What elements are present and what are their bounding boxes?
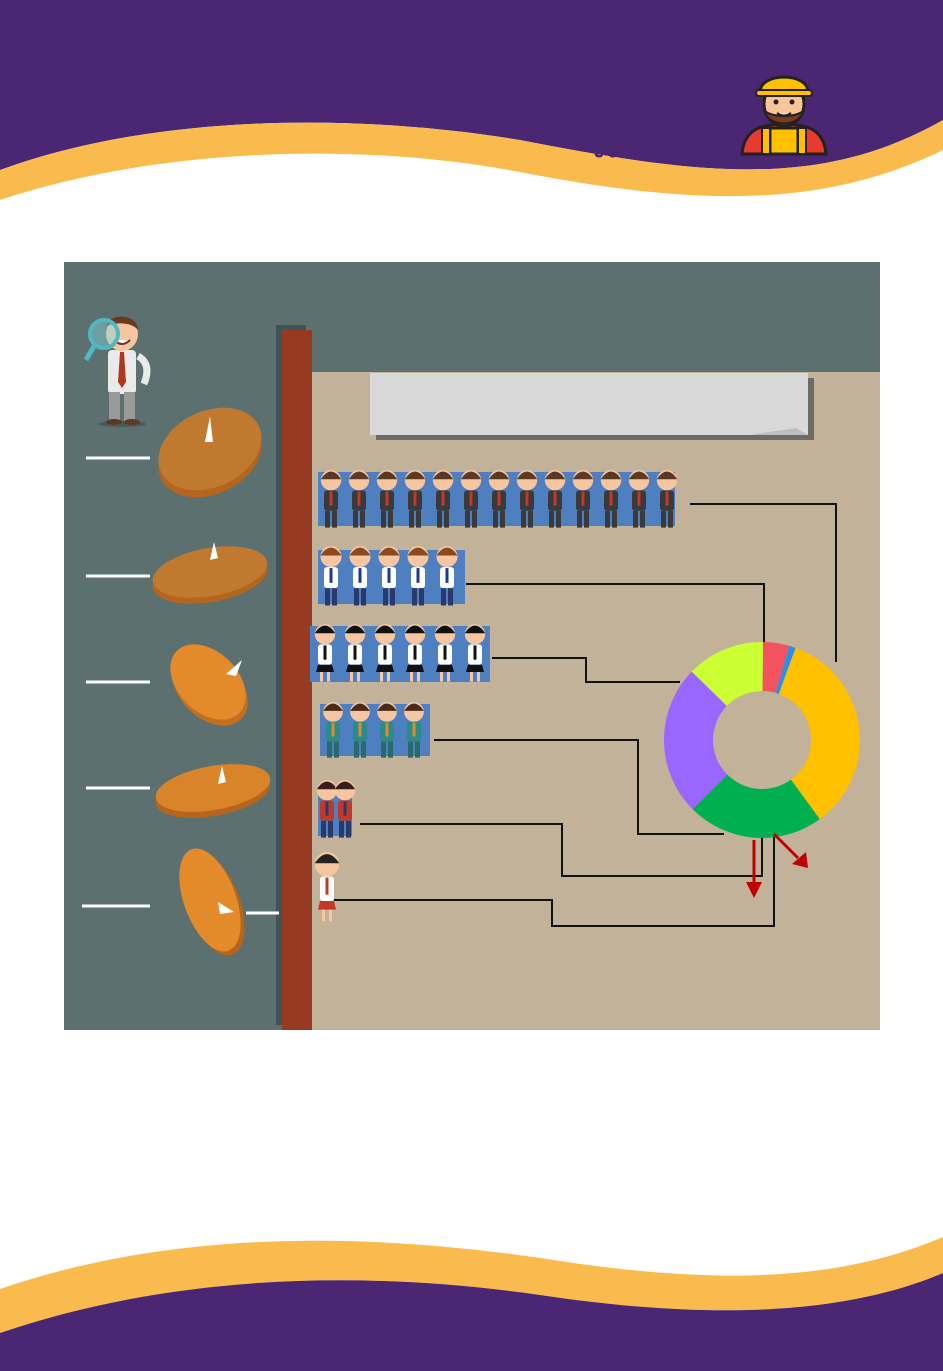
page-title: แรงงาน (590, 114, 753, 168)
connector-elementary (360, 823, 763, 877)
kindergarten-student-icon (314, 852, 340, 922)
high-school-student-icon (404, 702, 424, 758)
adult-worker-icon (404, 470, 426, 528)
coin-icon (86, 542, 268, 604)
university-male-student-icon (349, 546, 371, 606)
university-male-student-icon (378, 546, 400, 606)
connector-adult-worker (690, 503, 837, 662)
diagram-panel (64, 262, 880, 1030)
high-school-student-icon (377, 702, 397, 758)
adult-worker-icon (348, 470, 370, 528)
donut-segments (663, 642, 860, 838)
connector-high-school (434, 739, 724, 835)
connector-lines (334, 503, 837, 927)
elementary-student-icon (316, 780, 338, 838)
coin-icon (86, 764, 271, 818)
people-figures (314, 470, 678, 922)
university-male-student-icon (407, 546, 429, 606)
donut-segment (778, 647, 860, 820)
coin-icon (86, 644, 248, 726)
university-female-student-icon (344, 624, 366, 682)
businessman-magnifier-icon (83, 316, 151, 427)
adult-worker-icon (460, 470, 482, 528)
adult-worker-icon (544, 470, 566, 528)
coins-column (82, 407, 279, 956)
donut-segment (663, 671, 728, 810)
construction-worker-icon (740, 75, 828, 156)
adult-worker-icon (488, 470, 510, 528)
connector-university-female (492, 657, 680, 683)
note-fold (750, 428, 808, 435)
elementary-student-icon (334, 780, 356, 838)
adult-worker-icon (376, 470, 398, 528)
adult-worker-icon (572, 470, 594, 528)
university-female-student-icon (434, 624, 456, 682)
arrow-down (746, 840, 762, 898)
adult-worker-icon (600, 470, 622, 528)
adult-worker-icon (628, 470, 650, 528)
adult-worker-icon (516, 470, 538, 528)
high-school-student-icon (323, 702, 343, 758)
connector-university-male (466, 583, 765, 650)
adult-worker-icon (656, 470, 678, 528)
header-band (0, 0, 943, 200)
university-female-student-icon (374, 624, 396, 682)
donut-chart (334, 503, 860, 927)
university-female-student-icon (404, 624, 426, 682)
footer-band (0, 1237, 943, 1371)
divider-post (282, 330, 312, 1030)
university-male-student-icon (320, 546, 342, 606)
university-female-student-icon (314, 624, 336, 682)
university-female-student-icon (464, 624, 486, 682)
donut-segment (762, 642, 790, 693)
donut-segment (691, 642, 764, 706)
coin-icon (82, 848, 245, 956)
donut-segment (692, 774, 820, 838)
university-female-strip (310, 626, 490, 682)
connector-kindergarten (334, 834, 775, 927)
note-box (370, 373, 808, 435)
adult-worker-icon (320, 470, 342, 528)
adult-worker-icon (432, 470, 454, 528)
university-male-student-icon (436, 546, 458, 606)
high-school-student-icon (350, 702, 370, 758)
arrow-diagonal (772, 832, 808, 868)
donut-segment (775, 645, 796, 694)
coin-icon (86, 407, 262, 498)
